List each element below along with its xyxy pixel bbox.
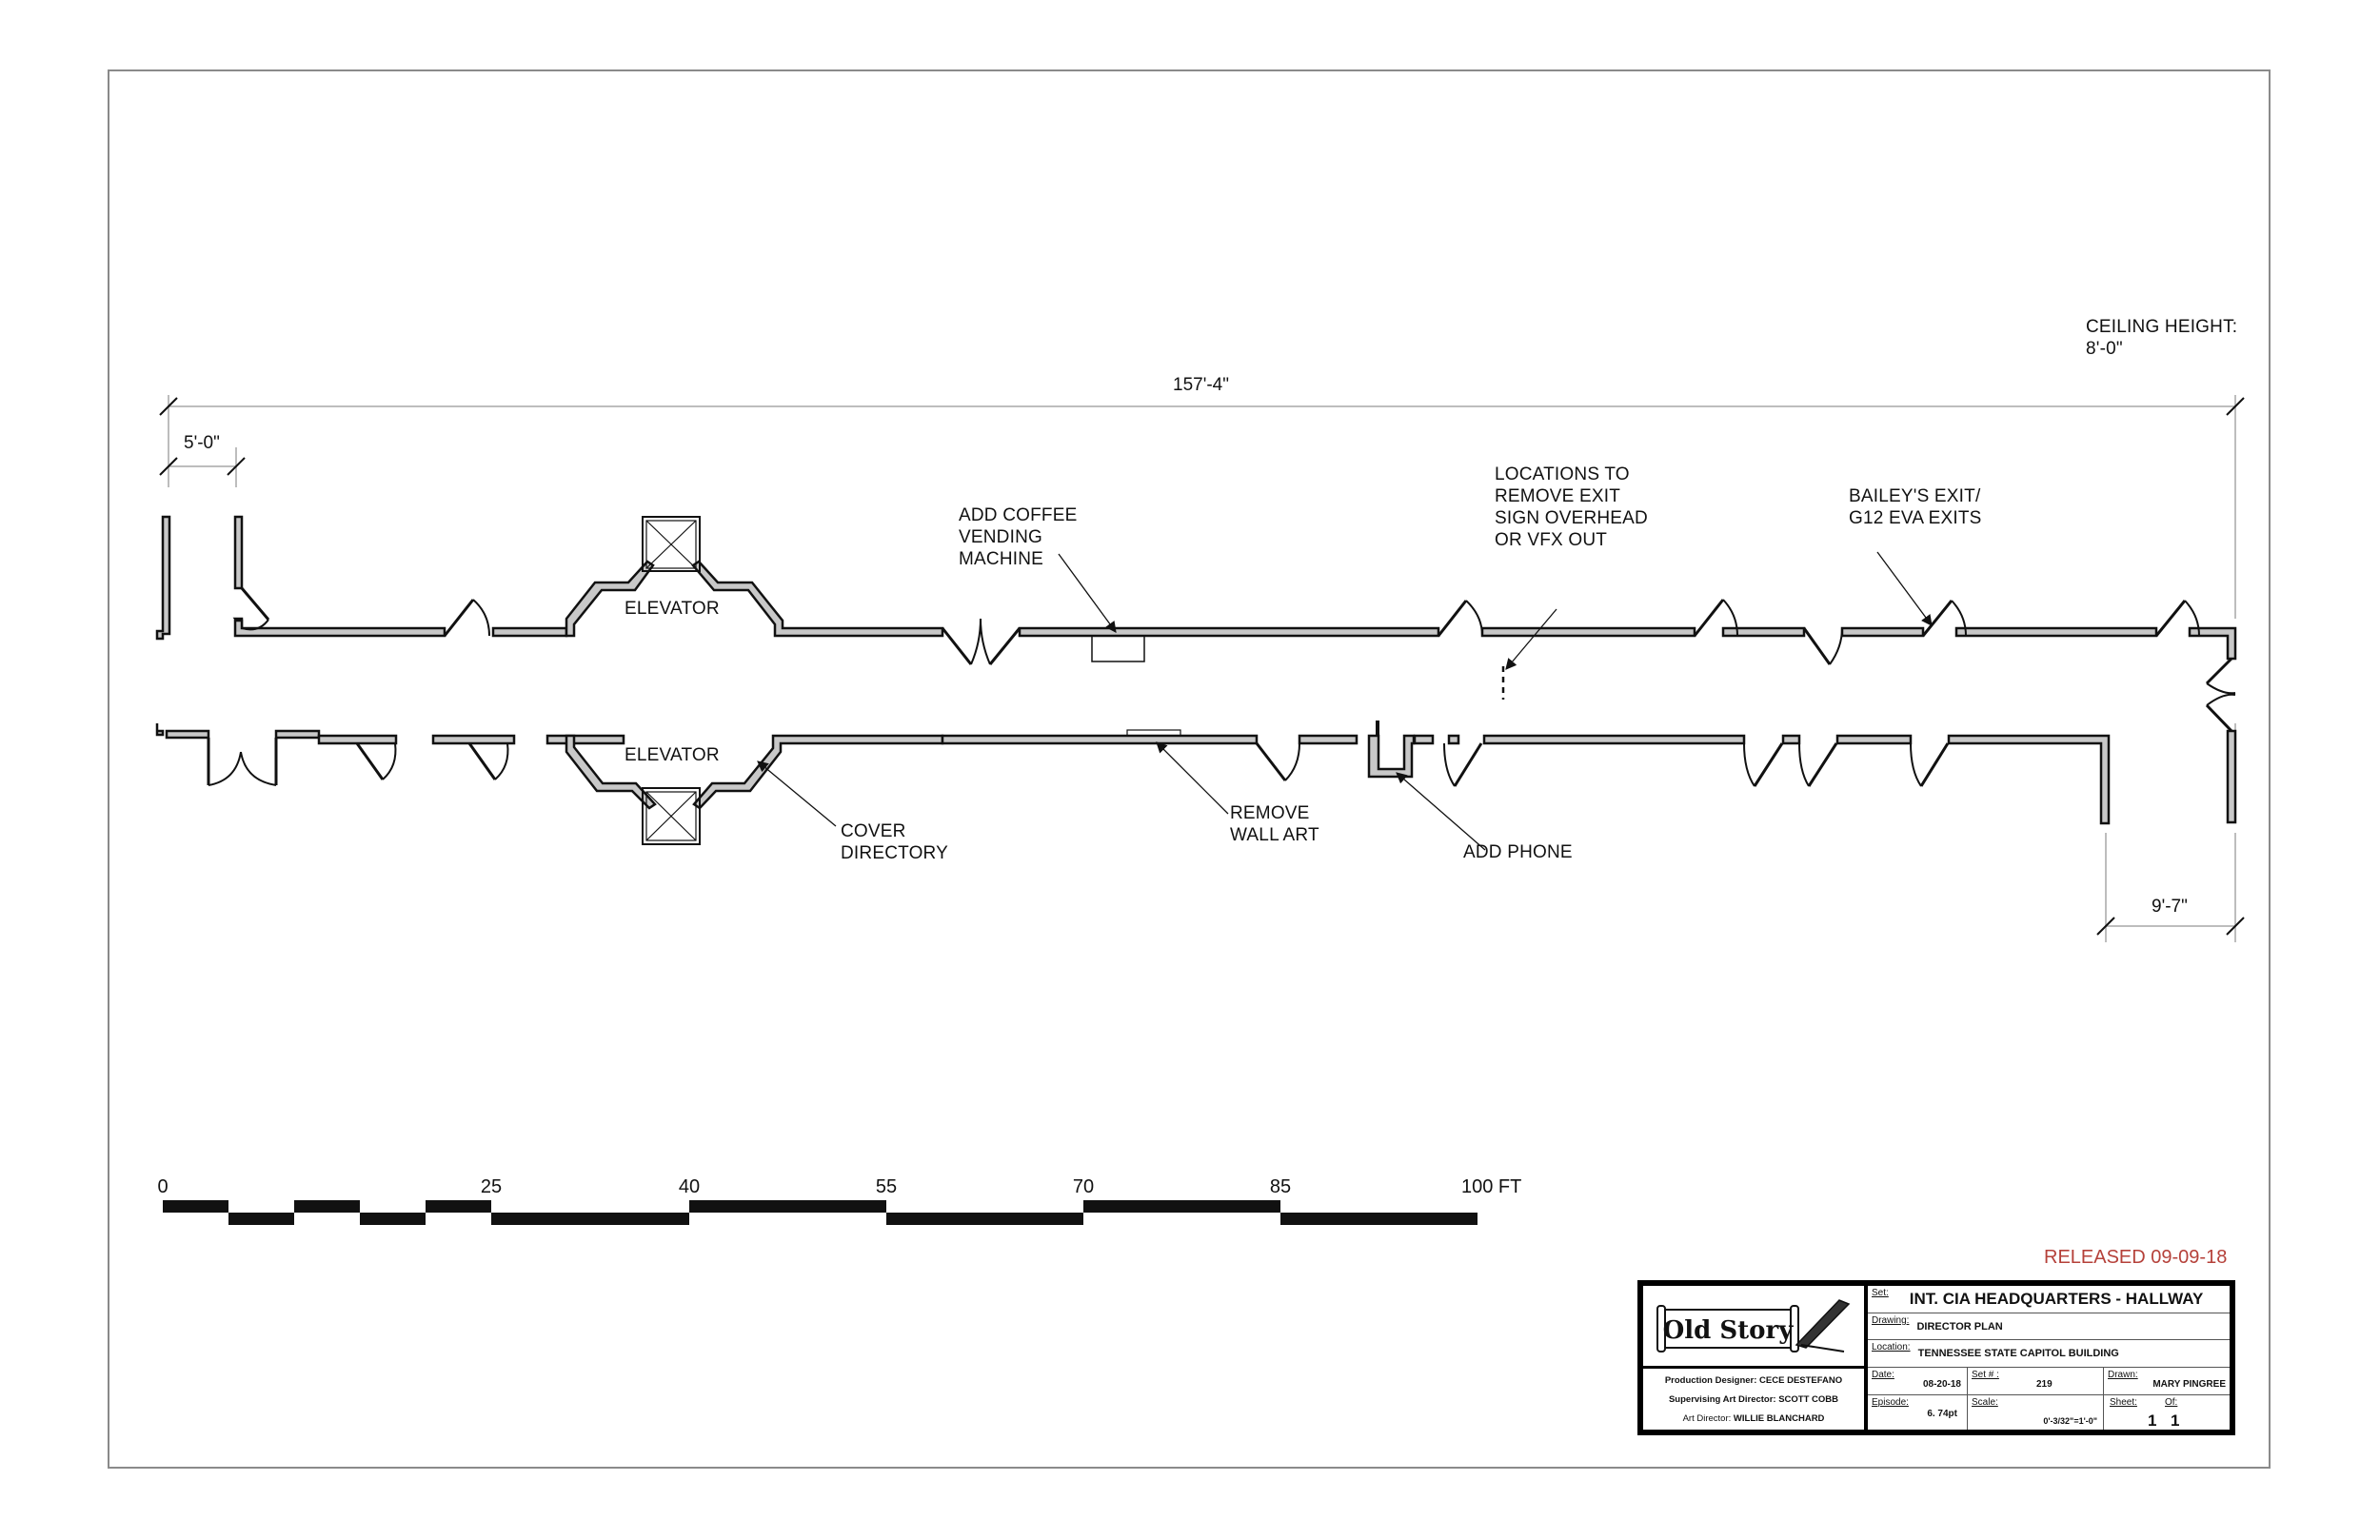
scroll-quill-icon: Old Story (1656, 1299, 1851, 1352)
right-opening-dimension: 9'-7" (2152, 897, 2188, 917)
art-director-label: Art Director: (1682, 1412, 1732, 1424)
vending-machine (1091, 635, 1145, 662)
studio-logo: Old Story (1643, 1286, 1864, 1369)
svg-text:Old Story: Old Story (1663, 1316, 1795, 1345)
released-stamp: RELEASED 09-09-18 (2044, 1247, 2228, 1268)
episode-caption: Episode: (1872, 1397, 1909, 1408)
walls (155, 515, 2237, 825)
art-director-name: WILLIE BLANCHARD (1733, 1412, 1825, 1424)
of-value: 1 (2171, 1412, 2180, 1430)
scale-tick-100: 100 FT (1461, 1176, 1522, 1197)
ceiling-height-value: 8'-0" (2086, 339, 2123, 359)
supervising-art-director: Supervising Art Director: SCOTT COBB (1668, 1393, 1839, 1405)
date-value: 08-20-18 (1922, 1379, 1961, 1390)
sheet-value: 1 (2148, 1412, 2157, 1430)
callout-cover-directory: COVER DIRECTORY (841, 821, 949, 863)
callout-coffee-vending: ADD COFFEE VENDING MACHINE (959, 505, 1078, 569)
art-director: Art Director: WILLIE BLANCHARD (1683, 1413, 1825, 1424)
elevator-shafts (642, 516, 701, 845)
drawn-caption: Drawn: (2108, 1370, 2138, 1380)
callout-remove-wall-art: REMOVE WALL ART (1230, 803, 1319, 845)
scale-tick-25: 25 (480, 1176, 503, 1197)
sheet-caption: Sheet: (2110, 1397, 2137, 1408)
wall-art (1126, 729, 1181, 737)
scale-value: 0'-3/32"=1'-0" (2043, 1416, 2097, 1426)
callout-exit-sign: LOCATIONS TO REMOVE EXIT SIGN OVERHEAD O… (1495, 464, 1648, 550)
scale-bar-graphic (163, 1200, 1478, 1225)
callout-baileys-exit: BAILEY'S EXIT/ G12 EVA EXITS (1849, 486, 1982, 528)
scale-tick-40: 40 (678, 1176, 701, 1197)
episode-value: 6. 74pt (1927, 1409, 1957, 1419)
scale-tick-70: 70 (1072, 1176, 1095, 1197)
drawing-caption: Drawing: (1872, 1315, 1910, 1326)
sheet-border (108, 69, 2271, 1469)
scale-tick-85: 85 (1269, 1176, 1292, 1197)
left-opening-dimension: 5'-0" (184, 433, 220, 453)
elevator-label-bottom: ELEVATOR (625, 745, 720, 765)
set-number-value: 219 (2036, 1379, 2053, 1390)
of-caption: Of: (2165, 1397, 2178, 1408)
scale-tick-55: 55 (875, 1176, 898, 1197)
location-caption: Location: (1872, 1342, 1911, 1352)
ceiling-height-label: CEILING HEIGHT: (2086, 317, 2238, 337)
scale-tick-0: 0 (157, 1176, 169, 1197)
scale-caption: Scale: (1972, 1397, 1998, 1408)
callout-add-phone: ADD PHONE (1463, 842, 1573, 862)
title-block: Old Story Production Designer: CECE DEST… (1637, 1280, 2235, 1435)
drawn-value: MARY PINGREE (2152, 1379, 2226, 1390)
drawing-value: DIRECTOR PLAN (1916, 1320, 2003, 1333)
doors (207, 587, 2236, 787)
set-number-caption: Set # : (1972, 1370, 1999, 1380)
location-value: TENNESSEE STATE CAPITOL BUILDING (1917, 1348, 2119, 1359)
set-value: INT. CIA HEADQUARTERS - HALLWAY (1909, 1290, 2204, 1308)
elevator-label-top: ELEVATOR (625, 599, 720, 619)
production-designer: Production Designer: CECE DESTEFANO (1664, 1374, 1843, 1386)
dimension-overall (168, 395, 2236, 823)
set-caption: Set: (1872, 1288, 1889, 1298)
date-caption: Date: (1872, 1370, 1894, 1380)
overall-length-dimension: 157'-4" (1173, 375, 1229, 395)
phone (1376, 721, 1379, 736)
